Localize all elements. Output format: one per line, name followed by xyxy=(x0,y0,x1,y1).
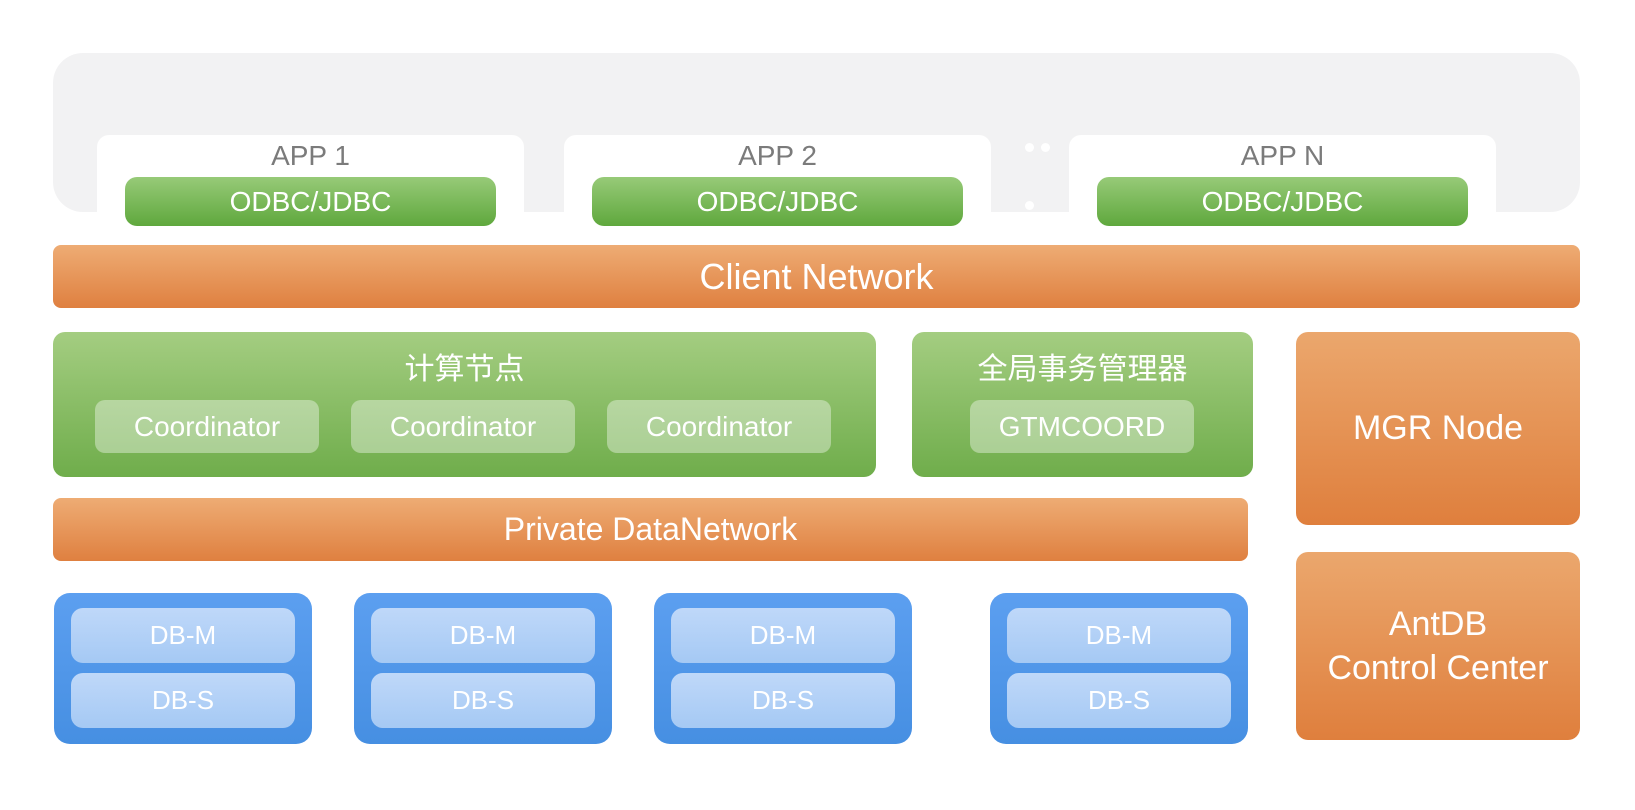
data-node-group-3: DB-M DB-S xyxy=(654,593,912,744)
app-n-odbc-jdbc-block: ODBC/JDBC xyxy=(1097,177,1468,226)
control-center-line2: Control Center xyxy=(1327,649,1549,687)
control-center-line1: AntDB xyxy=(1388,604,1488,643)
antdb-control-center-box: AntDB Control Center xyxy=(1296,552,1580,740)
more-apps-dot-icon xyxy=(1025,143,1034,152)
app-1-title: APP 1 xyxy=(271,140,350,171)
app-card-1: APP 1 ODBC/JDBC xyxy=(97,135,524,238)
compute-node-box: 计算节点 Coordinator Coordinator Coordinator xyxy=(53,332,876,477)
db-master-node: DB-M xyxy=(1007,608,1231,663)
more-apps-dot-icon xyxy=(1025,201,1034,210)
more-apps-dot-icon xyxy=(1041,143,1050,152)
db-standby-node: DB-S xyxy=(371,673,595,728)
db-standby-node: DB-S xyxy=(71,673,295,728)
mgr-node-box: MGR Node xyxy=(1296,332,1580,525)
data-node-group-1: DB-M DB-S xyxy=(54,593,312,744)
mgr-node-label: MGR Node xyxy=(1352,409,1524,448)
app-2-odbc-jdbc-block: ODBC/JDBC xyxy=(592,177,963,226)
data-node-group-2: DB-M DB-S xyxy=(354,593,612,744)
app-card-n: APP N ODBC/JDBC xyxy=(1069,135,1496,238)
db-standby-node: DB-S xyxy=(671,673,895,728)
private-data-network-bar: Private DataNetwork xyxy=(53,498,1248,561)
db-master-node: DB-M xyxy=(71,608,295,663)
compute-node-title: 计算节点 xyxy=(404,353,525,386)
gtm-box: 全局事务管理器 GTMCOORD xyxy=(912,332,1253,477)
app-n-title: APP N xyxy=(1240,140,1325,171)
db-master-node: DB-M xyxy=(371,608,595,663)
gtmcoord-node: GTMCOORD xyxy=(970,400,1194,453)
app-2-title: APP 2 xyxy=(738,140,817,171)
coordinator-node: Coordinator xyxy=(607,400,831,453)
app-1-odbc-jdbc-block: ODBC/JDBC xyxy=(125,177,496,226)
db-standby-node: DB-S xyxy=(1007,673,1231,728)
client-network-bar: Client Network xyxy=(53,245,1580,308)
data-node-group-4: DB-M DB-S xyxy=(990,593,1248,744)
app-card-2: APP 2 ODBC/JDBC xyxy=(564,135,991,238)
coordinator-node: Coordinator xyxy=(95,400,319,453)
gtm-title: 全局事务管理器 xyxy=(977,353,1188,386)
db-master-node: DB-M xyxy=(671,608,895,663)
coordinator-node: Coordinator xyxy=(351,400,575,453)
application-layer-container: APP 1 ODBC/JDBC APP 2 ODBC/JDBC APP N OD… xyxy=(53,53,1580,238)
